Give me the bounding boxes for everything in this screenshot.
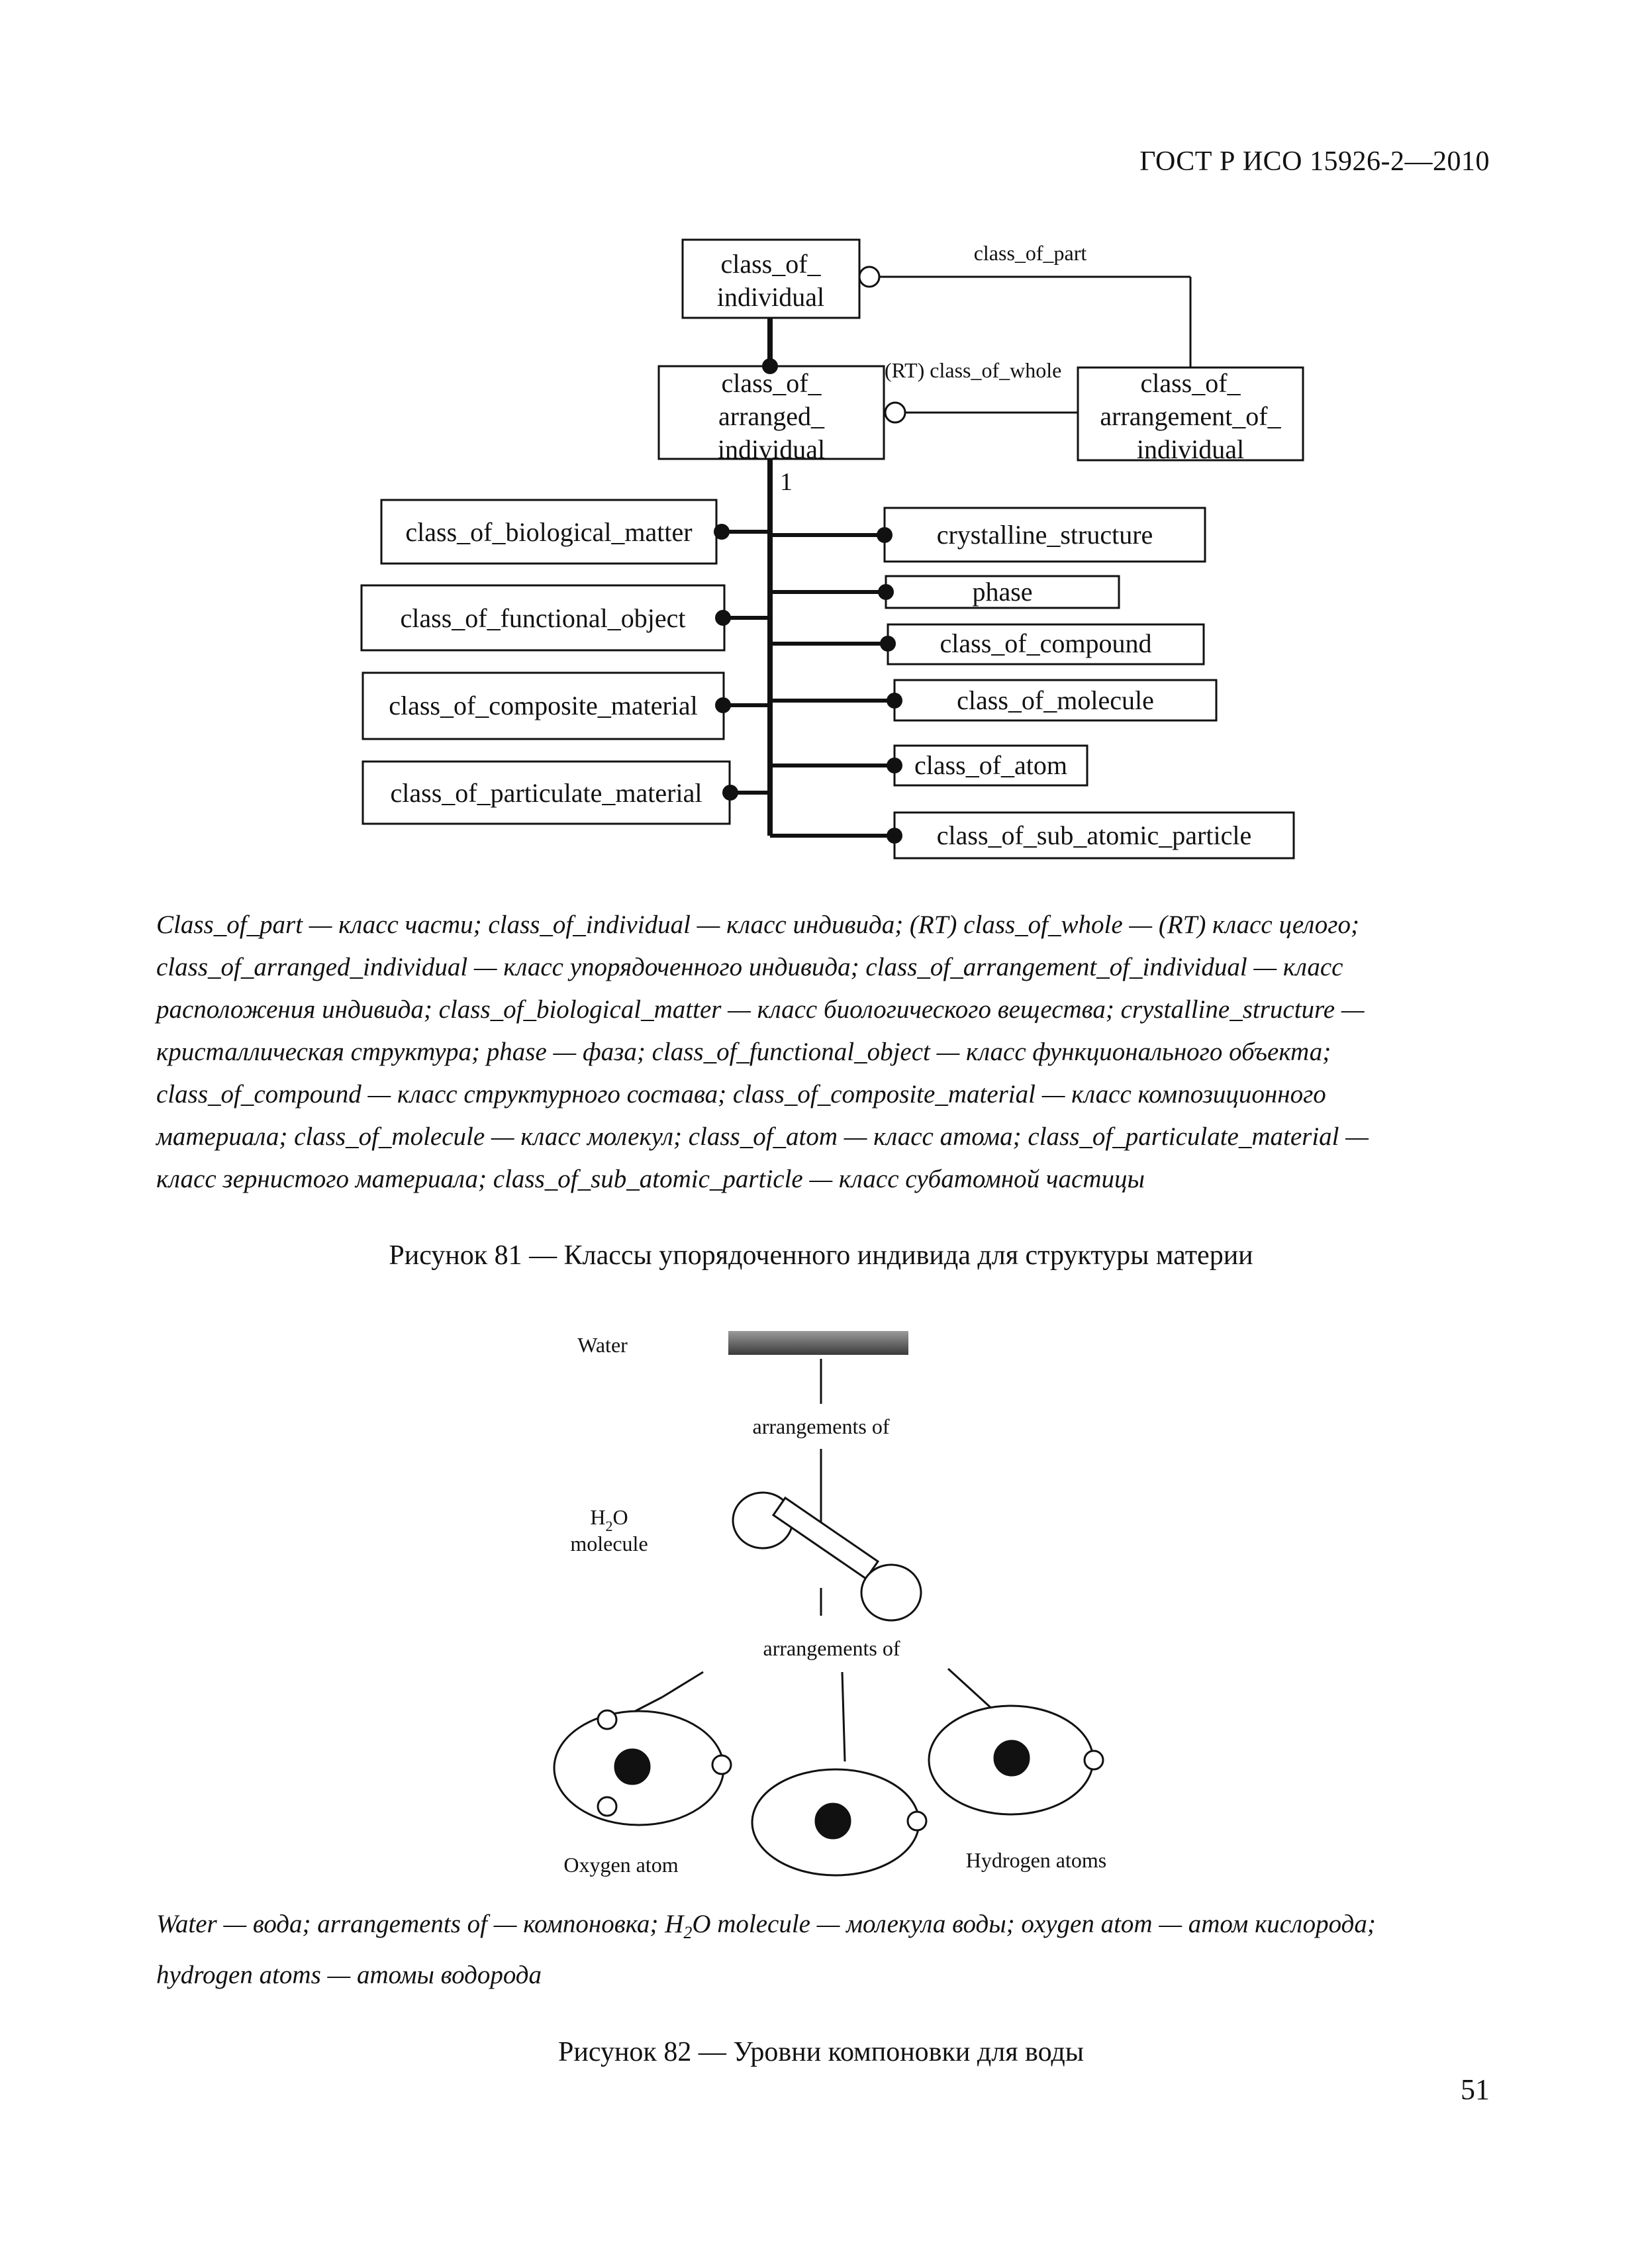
arrangements-label: arrangements of: [763, 1636, 900, 1660]
subtype-box-right: [885, 575, 1120, 609]
legend-line: class_of_compound — класс структурного с…: [156, 1080, 1326, 1109]
electron: [597, 1796, 618, 1817]
connector-dot: [887, 693, 902, 709]
arrangements-label: arrangements of: [752, 1414, 889, 1438]
class-of-whole-ring: [884, 401, 906, 424]
subtype-box-left: [362, 671, 725, 740]
molecule-bond: [771, 1496, 880, 1581]
molecule-label: H2O: [590, 1505, 628, 1534]
molecule-label: molecule: [570, 1532, 648, 1555]
subtype-label: class_of_sub_atomic_particle: [937, 820, 1251, 850]
class-of-arrangement-of-individual-box: [1077, 366, 1304, 462]
connector-dot: [714, 524, 730, 540]
subtype-label: class_of_compound: [940, 628, 1152, 658]
legend-line: класс зернистого материала; class_of_sub…: [156, 1165, 1145, 1193]
subtype-label: phase: [972, 577, 1032, 607]
electron: [711, 1754, 732, 1775]
electron: [906, 1810, 928, 1832]
figure-82-legend: Water — вода; arrangements of — компонов…: [156, 1903, 1487, 1997]
subtype-box-left: [380, 499, 718, 565]
subtype-label: class_of_particulate_material: [391, 778, 702, 808]
box-label: class_of_: [1140, 368, 1241, 398]
subtype-label: class_of_composite_material: [389, 691, 698, 720]
class-of-part-ring: [858, 266, 881, 288]
legend-line: материала; class_of_molecule — класс мол…: [156, 1122, 1369, 1151]
oxygen-label: Oxygen atom: [563, 1853, 678, 1877]
subtype-box-right: [893, 679, 1218, 722]
page-number: 51: [1461, 2073, 1490, 2106]
connector-dot: [878, 584, 894, 600]
arrangement-line: [661, 1671, 704, 1699]
hydrogen-nucleus: [993, 1740, 1030, 1777]
subtype-box-left: [362, 760, 731, 825]
arrangement-line: [841, 1671, 846, 1762]
supertype-dot: [762, 358, 778, 374]
connector-dot: [715, 610, 731, 626]
legend-line: Water — вода; arrangements of — компонов…: [156, 1903, 1487, 1954]
legend-subscript: 2: [683, 1922, 693, 1942]
class-of-whole-label: (RT) class_of_whole: [885, 358, 1061, 382]
subtype-label: class_of_atom: [914, 750, 1067, 780]
connector-dot: [722, 785, 738, 801]
hydrogen-nucleus: [814, 1802, 851, 1840]
connector-dot: [887, 758, 902, 773]
water-label: Water: [577, 1333, 628, 1357]
hydrogen-label: Hydrogen atoms: [966, 1848, 1106, 1872]
legend-line: class_of_arranged_individual — класс упо…: [156, 953, 1343, 981]
subtype-label: class_of_biological_matter: [405, 517, 692, 547]
class-of-arranged-individual-box: [657, 365, 885, 460]
connector-dot: [887, 828, 902, 844]
figure-82-caption: Рисунок 82 — Уровни компоновки для воды: [558, 2037, 1084, 2067]
legend-line: расположения индивида; class_of_biologic…: [156, 995, 1365, 1024]
box-label: class_of_: [720, 249, 821, 279]
legend-line: hydrogen atoms — атомы водорода: [156, 1960, 542, 1989]
box-label: individual: [1137, 434, 1244, 464]
legend-text: O molecule — молекула воды; oxygen atom …: [692, 1910, 1376, 1938]
molecule-sphere-right: [860, 1563, 922, 1622]
electron: [597, 1709, 618, 1730]
connector-dot: [715, 697, 731, 713]
subtype-label: crystalline_structure: [937, 520, 1153, 550]
document-header: ГОСТ Р ИСО 15926-2—2010: [1139, 146, 1490, 177]
oxygen-nucleus: [614, 1748, 651, 1785]
connector-dot: [877, 527, 893, 543]
electron: [1083, 1750, 1104, 1771]
figure-81-caption: Рисунок 81 — Классы упорядоченного индив…: [389, 1240, 1253, 1271]
subtype-box-left: [360, 584, 726, 652]
cardinality-label: 1: [780, 468, 793, 496]
figure-81-diagram: class_of_individualclass_of_arranged_ind…: [360, 238, 1304, 860]
subtype-label: class_of_functional_object: [401, 603, 686, 633]
box-label: individual: [718, 434, 825, 464]
connector-dot: [880, 636, 896, 652]
box-label: arrangement_of_: [1100, 401, 1281, 431]
legend-line: Class_of_part — класс части; class_of_in…: [156, 911, 1359, 939]
legend-text: Water — вода; arrangements of — компонов…: [156, 1910, 684, 1938]
subtype-label: class_of_molecule: [957, 685, 1154, 715]
box-label: arranged_: [718, 401, 825, 431]
box-label: individual: [717, 282, 824, 312]
class-of-individual-box: [681, 238, 861, 319]
water-bar: [728, 1331, 908, 1355]
subtype-box-right: [893, 811, 1295, 860]
subtype-box-right: [893, 744, 1088, 787]
figure-81-legend: Class_of_part — класс части; class_of_in…: [156, 904, 1487, 1201]
class-of-part-label: class_of_part: [974, 241, 1087, 265]
legend-line: кристаллическая структура; phase — фаза;…: [156, 1038, 1331, 1066]
